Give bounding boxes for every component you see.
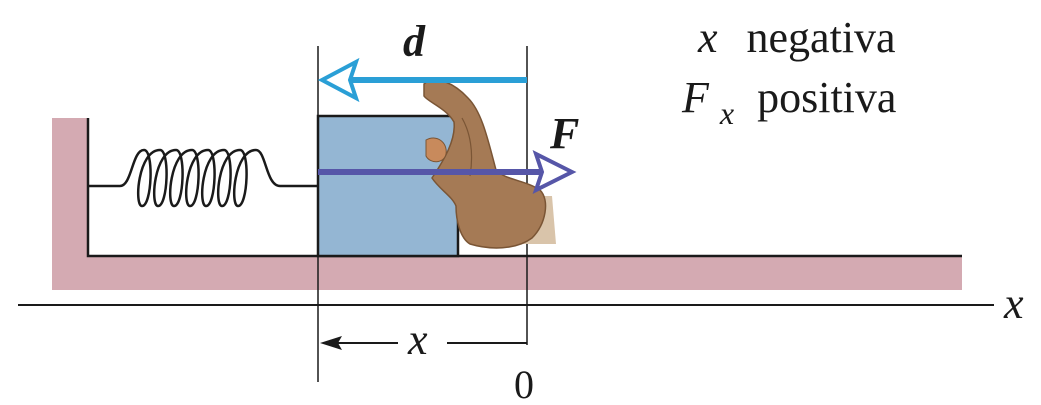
wall-edge: [86, 118, 962, 258]
spring-coil-icon: [88, 148, 318, 208]
caption-line2-word: positiva: [757, 73, 896, 122]
block: [316, 114, 460, 258]
force-arrow: [318, 150, 577, 194]
hand-icon: [423, 79, 556, 249]
caption-line1-word: negativa: [747, 13, 896, 62]
x-measure-arrow: [320, 336, 527, 350]
caption-line-2: F x positiva: [681, 73, 896, 134]
x-measure-label: x: [407, 315, 428, 364]
caption-line2-var: F: [681, 73, 710, 122]
wall-and-floor: [52, 118, 962, 290]
displacement-label: d: [403, 17, 426, 66]
caption-line2-sub: x: [719, 95, 734, 131]
origin-label: 0: [514, 362, 534, 405]
caption-line-1: x negativa: [697, 13, 896, 62]
displacement-arrow: [317, 57, 527, 103]
axis-name-label: x: [1003, 279, 1024, 328]
force-label: F: [549, 109, 579, 158]
caption-line1-var: x: [697, 13, 718, 62]
